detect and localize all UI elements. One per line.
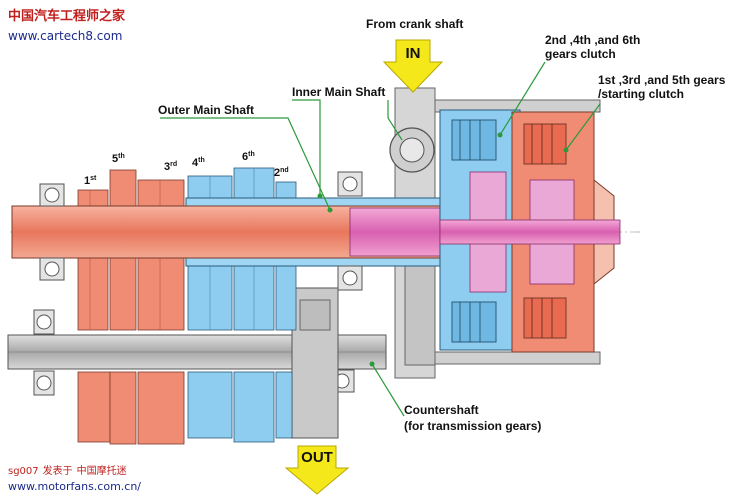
output-arrow: [284, 445, 350, 495]
watermark-top-chinese: 中国汽车工程师之家: [8, 8, 126, 24]
countershaft-label-line1: Countershaft: [404, 403, 479, 417]
leader-dot: [563, 147, 569, 153]
countershaft: [7, 287, 387, 439]
input-arrow: [382, 39, 444, 93]
gear-label-3rd: 3rd: [164, 161, 177, 173]
gear-label-6th: 6th: [242, 151, 255, 163]
leader-dot: [497, 132, 503, 138]
inner-shaft-end: [439, 219, 621, 245]
gear-label-1st: 1st: [84, 175, 97, 187]
leader-lines: [160, 61, 601, 417]
crank-shaft-label: From crank shaft: [366, 17, 463, 31]
leader-dot: [369, 361, 375, 367]
even-clutch-label-line1: 2nd ,4th ,and 6th: [545, 33, 640, 47]
watermark-top-url: www.cartech8.com: [8, 29, 122, 43]
countershaft-label-line2: (for transmission gears): [404, 419, 541, 433]
odd-clutch-label-line2: /starting clutch: [598, 87, 684, 101]
gear-label-5th: 5th: [112, 153, 125, 165]
leader-dot: [317, 193, 323, 199]
out-label: OUT: [301, 449, 333, 466]
outer-main-shaft-label: Outer Main Shaft: [158, 103, 254, 117]
inner-main-shaft-label: Inner Main Shaft: [292, 85, 385, 99]
middle-bearing: [337, 171, 363, 291]
odd-clutch-label-line1: 1st ,3rd ,and 5th gears: [598, 73, 726, 87]
gear-label-2nd: 2nd: [274, 167, 289, 179]
watermark-bottom-url: www.motorfans.com.cn/: [8, 480, 141, 493]
even-clutch-label-line2: gears clutch: [545, 47, 616, 61]
housing: [389, 87, 601, 379]
left-bearing: [39, 183, 65, 281]
leader-dot: [327, 207, 333, 213]
gear-label-4th: 4th: [192, 157, 205, 169]
in-label: IN: [406, 45, 421, 62]
